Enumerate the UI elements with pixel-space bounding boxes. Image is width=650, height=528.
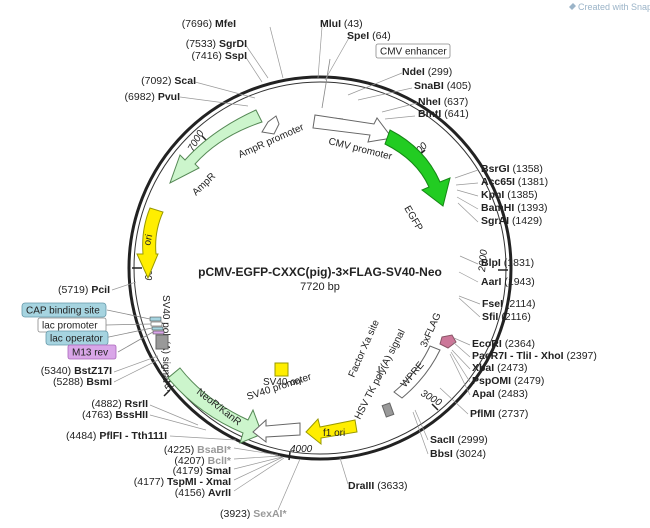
cmv-enhancer-badge-group: CMV enhancer xyxy=(321,43,451,109)
plasmid-size: 7720 bp xyxy=(300,281,340,293)
cap-binding-text: CAP binding site xyxy=(26,306,100,317)
lac-promoter-marker[interactable] xyxy=(150,321,163,327)
f1-ori-arrow[interactable] xyxy=(305,417,358,446)
ampr-label: AmpR xyxy=(190,171,218,198)
left-feature-badges: CAP binding site lac promoter lac operat… xyxy=(21,302,154,360)
tick-2000: 2000 xyxy=(477,249,490,274)
lac-operator-text: lac operator xyxy=(50,334,103,345)
lac-promoter-text: lac promoter xyxy=(42,321,98,332)
enzyme-bbsi[interactable]: BbsI (3024) xyxy=(430,448,486,460)
snapgene-logo-icon xyxy=(569,3,576,10)
enzyme-tspmi-xmai[interactable]: (4177) TspMI - XmaI xyxy=(134,476,231,488)
enzyme-bamhi[interactable]: BamHI (1393) xyxy=(481,202,548,214)
snapgene-credit: Created with SnapGene® xyxy=(569,2,650,12)
enzyme-pcii[interactable]: (5719) PciI xyxy=(58,284,110,296)
enzyme-mfei[interactable]: (7696) MfeI xyxy=(182,18,236,30)
ori-arrow[interactable] xyxy=(136,207,164,280)
enzyme-sacii[interactable]: SacII (2999) xyxy=(430,434,488,446)
hsv-tk-block[interactable] xyxy=(381,402,395,418)
enzyme-paer7i-tlii-xhoi[interactable]: PaeR7I - TliI - XhoI (2397) xyxy=(472,350,597,362)
enzyme-kpni[interactable]: KpnI (1385) xyxy=(481,189,538,201)
enzyme-pflmi[interactable]: PflMI (2737) xyxy=(470,408,528,420)
enzyme-bstz17i[interactable]: (5340) BstZ17I xyxy=(41,365,112,377)
wpre-feature[interactable] xyxy=(393,345,441,399)
cmv-promoter-label: CMV promoter xyxy=(327,136,393,163)
factor-xa-marker[interactable] xyxy=(378,365,381,381)
egfp-label: EGFP xyxy=(401,204,424,233)
enzyme-sexai[interactable]: (3923) SexAI* xyxy=(220,508,287,520)
cmv-enhancer-text: CMV enhancer xyxy=(380,47,447,58)
position-ticks: 1000 2000 3000 4000 5000 6000 7000 xyxy=(132,128,508,461)
tick-3000: 3000 xyxy=(419,388,444,409)
plasmid-name: pCMV-EGFP-CXXC(pig)-3×FLAG-SV40-Neo xyxy=(198,265,442,279)
enzyme-draiii[interactable]: DraIII (3633) xyxy=(348,480,408,492)
ori-label: ori xyxy=(142,233,155,246)
enzyme-mlui[interactable]: MluI (43) xyxy=(320,18,363,30)
enzyme-nhei[interactable]: NheI (637) xyxy=(418,96,468,108)
egfp-arrow[interactable] xyxy=(384,129,451,207)
enzyme-xbai[interactable]: XbaI (2473) xyxy=(472,362,527,374)
enzyme-sfii[interactable]: SfiI (2116) xyxy=(482,311,531,323)
sv40-promoter-arrow[interactable] xyxy=(252,418,301,444)
enzyme-pflfi-tth111i[interactable]: (4484) PflFI - Tth111I xyxy=(66,430,167,442)
enzyme-pspomi[interactable]: PspOMI (2479) xyxy=(472,375,544,387)
enzyme-aari[interactable]: AarI (1943) xyxy=(481,276,535,288)
tick-4000: 4000 xyxy=(290,444,313,455)
enzyme-sgrdi[interactable]: (7533) SgrDI xyxy=(186,38,247,50)
enzyme-spei[interactable]: SpeI (64) xyxy=(347,30,391,42)
ampr-arrow[interactable] xyxy=(169,109,263,185)
enzyme-labels: (7696) MfeI (7533) SgrDI (7416) SspI (70… xyxy=(41,18,597,520)
enzyme-apai[interactable]: ApaI (2483) xyxy=(472,388,528,400)
enzyme-bsmi[interactable]: (5288) BsmI xyxy=(53,376,112,388)
enzyme-sgrai[interactable]: SgrAI (1429) xyxy=(481,215,542,227)
lac-operator-marker[interactable] xyxy=(151,326,164,331)
neor-kanr-arrow[interactable] xyxy=(167,367,263,444)
enzyme-smai[interactable]: (4179) SmaI xyxy=(173,465,231,477)
cap-binding-marker[interactable] xyxy=(149,316,162,322)
f1-ori-label: f1 ori xyxy=(323,428,345,439)
cmv-enhancer-badge[interactable] xyxy=(375,43,451,59)
enzyme-ndei[interactable]: NdeI (299) xyxy=(402,66,452,78)
credit-text: Created with SnapGene® xyxy=(578,2,650,12)
enzyme-blpi[interactable]: BlpI (1831) xyxy=(481,257,534,269)
enzyme-leaders xyxy=(111,26,481,511)
plasmid-backbone xyxy=(127,75,513,461)
enzyme-scai[interactable]: (7092) ScaI xyxy=(141,75,196,87)
m13-rev-text: M13 rev xyxy=(72,348,108,359)
sv40-ori-block[interactable] xyxy=(274,362,289,377)
3xflag-arrow[interactable] xyxy=(439,334,457,349)
enzyme-bsabi[interactable]: (4225) BsaBI* xyxy=(164,444,232,456)
enzyme-acc65i[interactable]: Acc65I (1381) xyxy=(481,176,548,188)
m13-rev-badge[interactable] xyxy=(67,344,117,360)
enzyme-pvui[interactable]: (6982) PvuI xyxy=(125,91,181,103)
cap-binding-badge[interactable] xyxy=(21,302,107,318)
sv40-ori-label: SV40 ori xyxy=(263,377,301,388)
enzyme-bmti[interactable]: BmtI (641) xyxy=(418,108,469,120)
sv40-polya-left-block[interactable] xyxy=(155,334,169,350)
enzyme-ecori[interactable]: EcoRI (2364) xyxy=(472,338,535,350)
enzyme-bcli[interactable]: (4207) BclI* xyxy=(174,455,232,467)
enzyme-rsrii[interactable]: (4882) RsrII xyxy=(91,398,148,410)
enzyme-fsei[interactable]: FseI (2114) xyxy=(482,298,536,310)
enzyme-sspi[interactable]: (7416) SspI xyxy=(192,50,248,62)
enzyme-snabi[interactable]: SnaBI (405) xyxy=(414,80,471,92)
enzyme-avrii[interactable]: (4156) AvrII xyxy=(175,487,231,499)
cmv-promoter-arrow[interactable] xyxy=(312,114,393,143)
m13-rev-marker[interactable] xyxy=(152,330,165,335)
enzyme-bsrgi[interactable]: BsrGI (1358) xyxy=(481,163,543,175)
ampr-promoter-arrow[interactable] xyxy=(261,115,280,135)
enzyme-bsshii[interactable]: (4763) BssHII xyxy=(82,409,148,421)
